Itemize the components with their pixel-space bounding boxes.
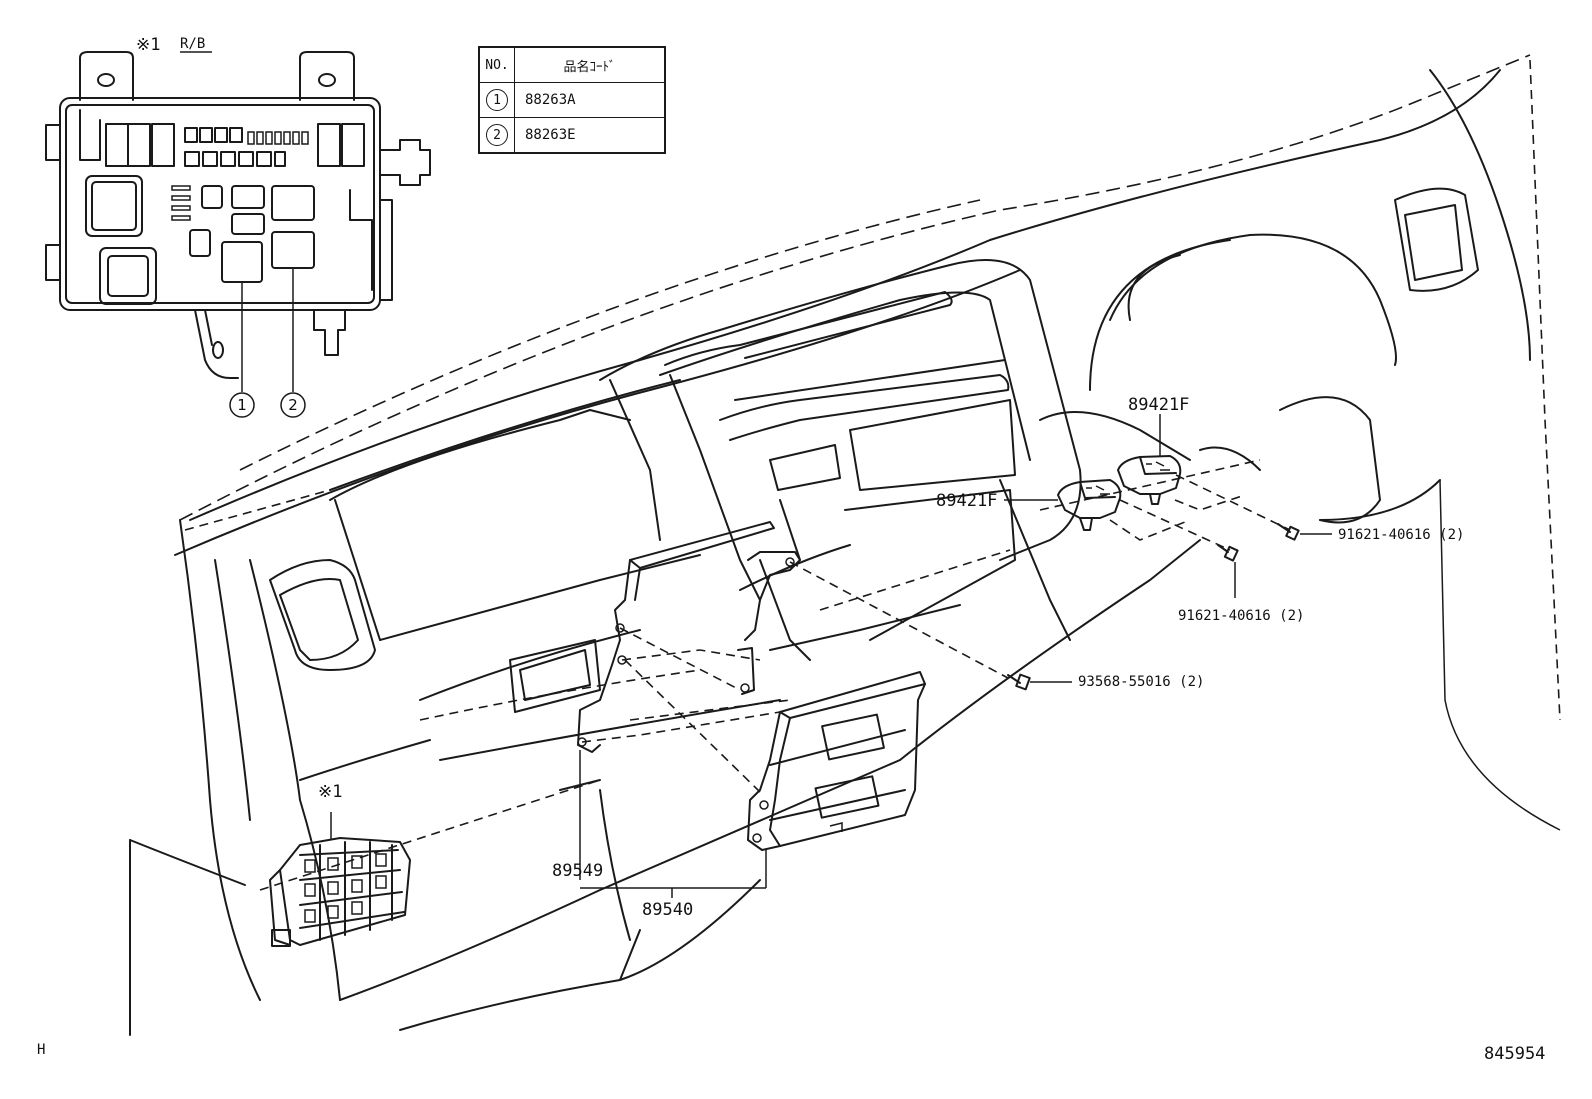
junction-block-marker: ※1 (318, 782, 342, 802)
header-code: 品名ｺｰﾄﾞ (563, 59, 616, 75)
svg-text:2: 2 (288, 396, 298, 414)
bracket-drawing (577, 521, 801, 880)
relay-block-drawing (45, 51, 431, 392)
junction-block-drawing (269, 812, 411, 947)
callout-bolt-mid: 91621-40616 (2) (1178, 608, 1304, 624)
callout-bracket: 89549 (552, 861, 603, 881)
callout-screw: 93568-55016 (2) (1078, 674, 1204, 690)
svg-text:1: 1 (237, 396, 247, 414)
table-row: 1 88263A (480, 83, 664, 118)
callout-sensor-upper: 89421F (1128, 395, 1189, 415)
row-number: 1 (486, 89, 508, 111)
row-code: 88263A (525, 92, 576, 108)
header-no: NO. (480, 48, 515, 82)
relay-callout-1: 1 (229, 392, 255, 418)
ecu-drawing (747, 671, 926, 888)
figure-number: 845954 (1484, 1044, 1546, 1064)
part-code-table: NO. 品名ｺｰﾄﾞ 1 88263A 2 88263E (478, 46, 666, 154)
corner-mark: H (37, 1042, 46, 1058)
screw-drawing (1007, 673, 1072, 691)
callout-ecu: 89540 (642, 900, 693, 920)
sensor-lower-drawing (1004, 479, 1122, 531)
bolt-mid-drawing (1217, 544, 1239, 598)
row-number: 2 (486, 124, 508, 146)
note-marker: ※1 (136, 35, 160, 55)
table-row: 2 88263E (480, 118, 664, 152)
assembly-dashes (581, 561, 1009, 793)
bolt-right-drawing (1277, 523, 1332, 541)
sensor-dashes (1109, 474, 1291, 551)
instrument-panel-outline (129, 54, 1561, 1036)
table-header: NO. 品名ｺｰﾄﾞ (480, 48, 664, 83)
row-code: 88263E (525, 127, 576, 143)
callout-sensor-lower: 89421F (936, 491, 997, 511)
sensor-upper-drawing (1117, 414, 1182, 505)
callout-bolt-right: 91621-40616 (2) (1338, 527, 1464, 543)
relay-callout-2: 2 (280, 392, 306, 418)
relay-block-label: R/B (180, 36, 205, 52)
